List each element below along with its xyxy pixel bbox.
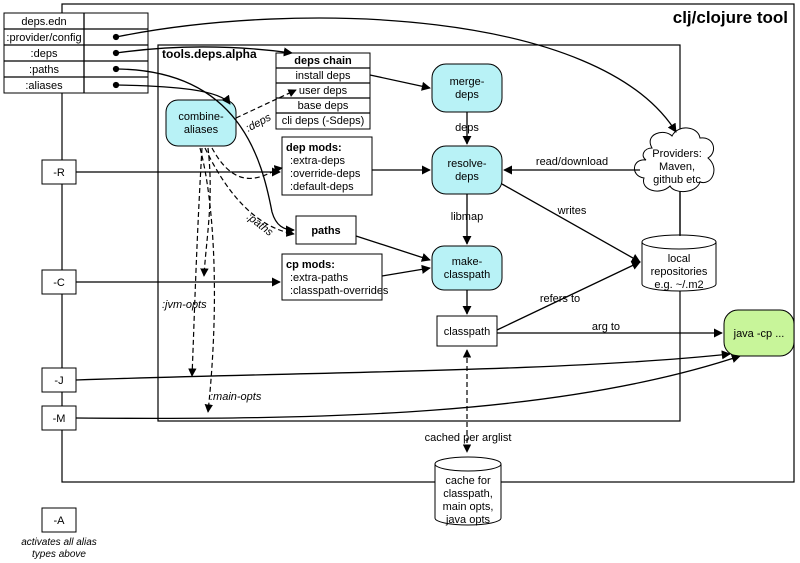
diagram-title: clj/clojure tool — [673, 8, 788, 27]
svg-text:classpath,: classpath, — [443, 488, 493, 500]
flag-r-box: -R — [41, 159, 77, 185]
tools-deps-label: tools.deps.alpha — [162, 47, 257, 61]
edge-label-writes: writes — [557, 205, 587, 217]
deps-chain-item: user deps — [299, 85, 348, 97]
cache-cylinder: cache for classpath, main opts, java opt… — [434, 456, 502, 526]
deps-chain-item: base deps — [298, 100, 349, 112]
cp-mods-box: cp mods: :extra-paths :classpath-overrid… — [281, 253, 389, 301]
edge-label-refers-to: refers to — [540, 293, 580, 305]
svg-text:classpath: classpath — [444, 326, 490, 338]
deps-chain-table: deps chain install deps user deps base d… — [275, 52, 371, 130]
svg-text:Maven,: Maven, — [659, 161, 695, 173]
tools-deps-frame — [157, 44, 681, 422]
svg-text:merge-: merge- — [450, 76, 485, 88]
edge-m-java — [75, 354, 741, 420]
edge-aliases-key — [112, 81, 231, 105]
svg-text:aliases: aliases — [184, 124, 219, 136]
svg-text:Providers:: Providers: — [652, 148, 702, 160]
clj-tool-frame — [61, 3, 795, 483]
svg-text:java opts: java opts — [445, 514, 491, 526]
edge-label-libmap: libmap — [451, 211, 483, 223]
svg-text:paths: paths — [311, 225, 340, 237]
svg-text:-J: -J — [54, 375, 63, 387]
flag-j-box: -J — [41, 367, 77, 393]
dep-mods-box: dep mods: :extra-deps :override-deps :de… — [281, 136, 373, 196]
edge-label-cached: cached per arglist — [425, 432, 512, 444]
edge-label-deps: :deps — [244, 111, 274, 134]
svg-text:cache for: cache for — [445, 475, 491, 487]
svg-text::override-deps: :override-deps — [290, 168, 361, 180]
flag-a-box: -A — [41, 507, 77, 533]
svg-text::classpath-overrides: :classpath-overrides — [290, 285, 389, 297]
classpath-box: classpath — [436, 315, 498, 347]
deps-edn-key: :paths — [29, 64, 59, 76]
resolve-deps-node: resolve- deps — [431, 145, 503, 195]
make-classpath-node: make- classpath — [431, 245, 503, 291]
edge-alias-main — [199, 147, 216, 413]
edge-label-read-download: read/download — [536, 156, 608, 168]
svg-text:resolve-: resolve- — [447, 158, 486, 170]
svg-text:deps: deps — [455, 171, 479, 183]
svg-text:local: local — [668, 253, 691, 265]
svg-text:deps: deps — [455, 89, 479, 101]
svg-text::extra-paths: :extra-paths — [290, 272, 349, 284]
svg-text:make-: make- — [452, 256, 483, 268]
deps-edn-key: :provider/config — [6, 32, 81, 44]
edge-alias-depmods — [211, 147, 283, 180]
svg-text:classpath: classpath — [444, 269, 490, 281]
deps-chain-item: install deps — [295, 70, 351, 82]
svg-text::extra-deps: :extra-deps — [290, 155, 346, 167]
edge-label-deps-flow: deps — [455, 122, 479, 134]
edge-cpmods-make — [381, 264, 431, 277]
deps-chain-header: deps chain — [294, 55, 352, 67]
edge-alias-deps — [235, 89, 297, 119]
svg-text:cp mods:: cp mods: — [286, 259, 335, 271]
combine-aliases-node: combine- aliases — [165, 99, 237, 147]
svg-text:-C: -C — [53, 277, 65, 289]
edge-provider-config — [112, 17, 677, 133]
edge-label-arg-to: arg to — [592, 321, 620, 333]
activates-note: activates all alias — [21, 537, 97, 548]
deps-edn-key: :aliases — [25, 80, 63, 92]
paths-box: paths — [295, 215, 357, 245]
edge-j-java — [75, 350, 731, 381]
svg-text:java -cp ...: java -cp ... — [733, 328, 785, 340]
edge-alias-jvm-j — [188, 147, 203, 377]
edge-chain-merge — [369, 74, 431, 91]
merge-deps-node: merge- deps — [431, 63, 503, 113]
deps-edn-key: :deps — [31, 48, 58, 60]
edge-label-jvm-opts: :jvm-opts — [162, 299, 207, 311]
svg-text:github etc: github etc — [653, 174, 701, 186]
edge-label-paths: :paths — [244, 211, 275, 239]
svg-text:-A: -A — [54, 515, 66, 527]
edge-alias-paths — [204, 147, 295, 237]
flag-m-box: -M — [41, 405, 77, 431]
activates-note: types above — [32, 549, 86, 560]
deps-edn-header: deps.edn — [21, 16, 66, 28]
svg-text:dep mods:: dep mods: — [286, 142, 342, 154]
svg-text:main opts,: main opts, — [443, 501, 494, 513]
svg-text:e.g. ~/.m2: e.g. ~/.m2 — [654, 279, 703, 291]
svg-text:-R: -R — [53, 167, 65, 179]
local-repositories-cylinder: local repositories e.g. ~/.m2 — [641, 234, 717, 292]
edge-label-main-opts: :main-opts — [210, 391, 262, 403]
edge-deps-key — [112, 46, 293, 57]
flag-c-box: -C — [41, 269, 77, 295]
deps-chain-item: cli deps (-Sdeps) — [282, 115, 365, 127]
edge-classpath-repos — [496, 261, 641, 331]
edge-alias-jvm — [200, 147, 211, 277]
svg-text:-M: -M — [53, 413, 66, 425]
deps-edn-table: deps.edn :provider/config :deps :paths :… — [3, 12, 149, 94]
edge-paths-make — [355, 235, 431, 262]
svg-text:combine-: combine- — [178, 111, 224, 123]
edge-resolve-repos — [501, 183, 641, 263]
java-cp-node: java -cp ... — [723, 309, 795, 357]
svg-text::default-deps: :default-deps — [290, 181, 354, 193]
providers-cloud: Providers: Maven, github etc — [634, 127, 715, 192]
svg-text:repositories: repositories — [651, 266, 708, 278]
